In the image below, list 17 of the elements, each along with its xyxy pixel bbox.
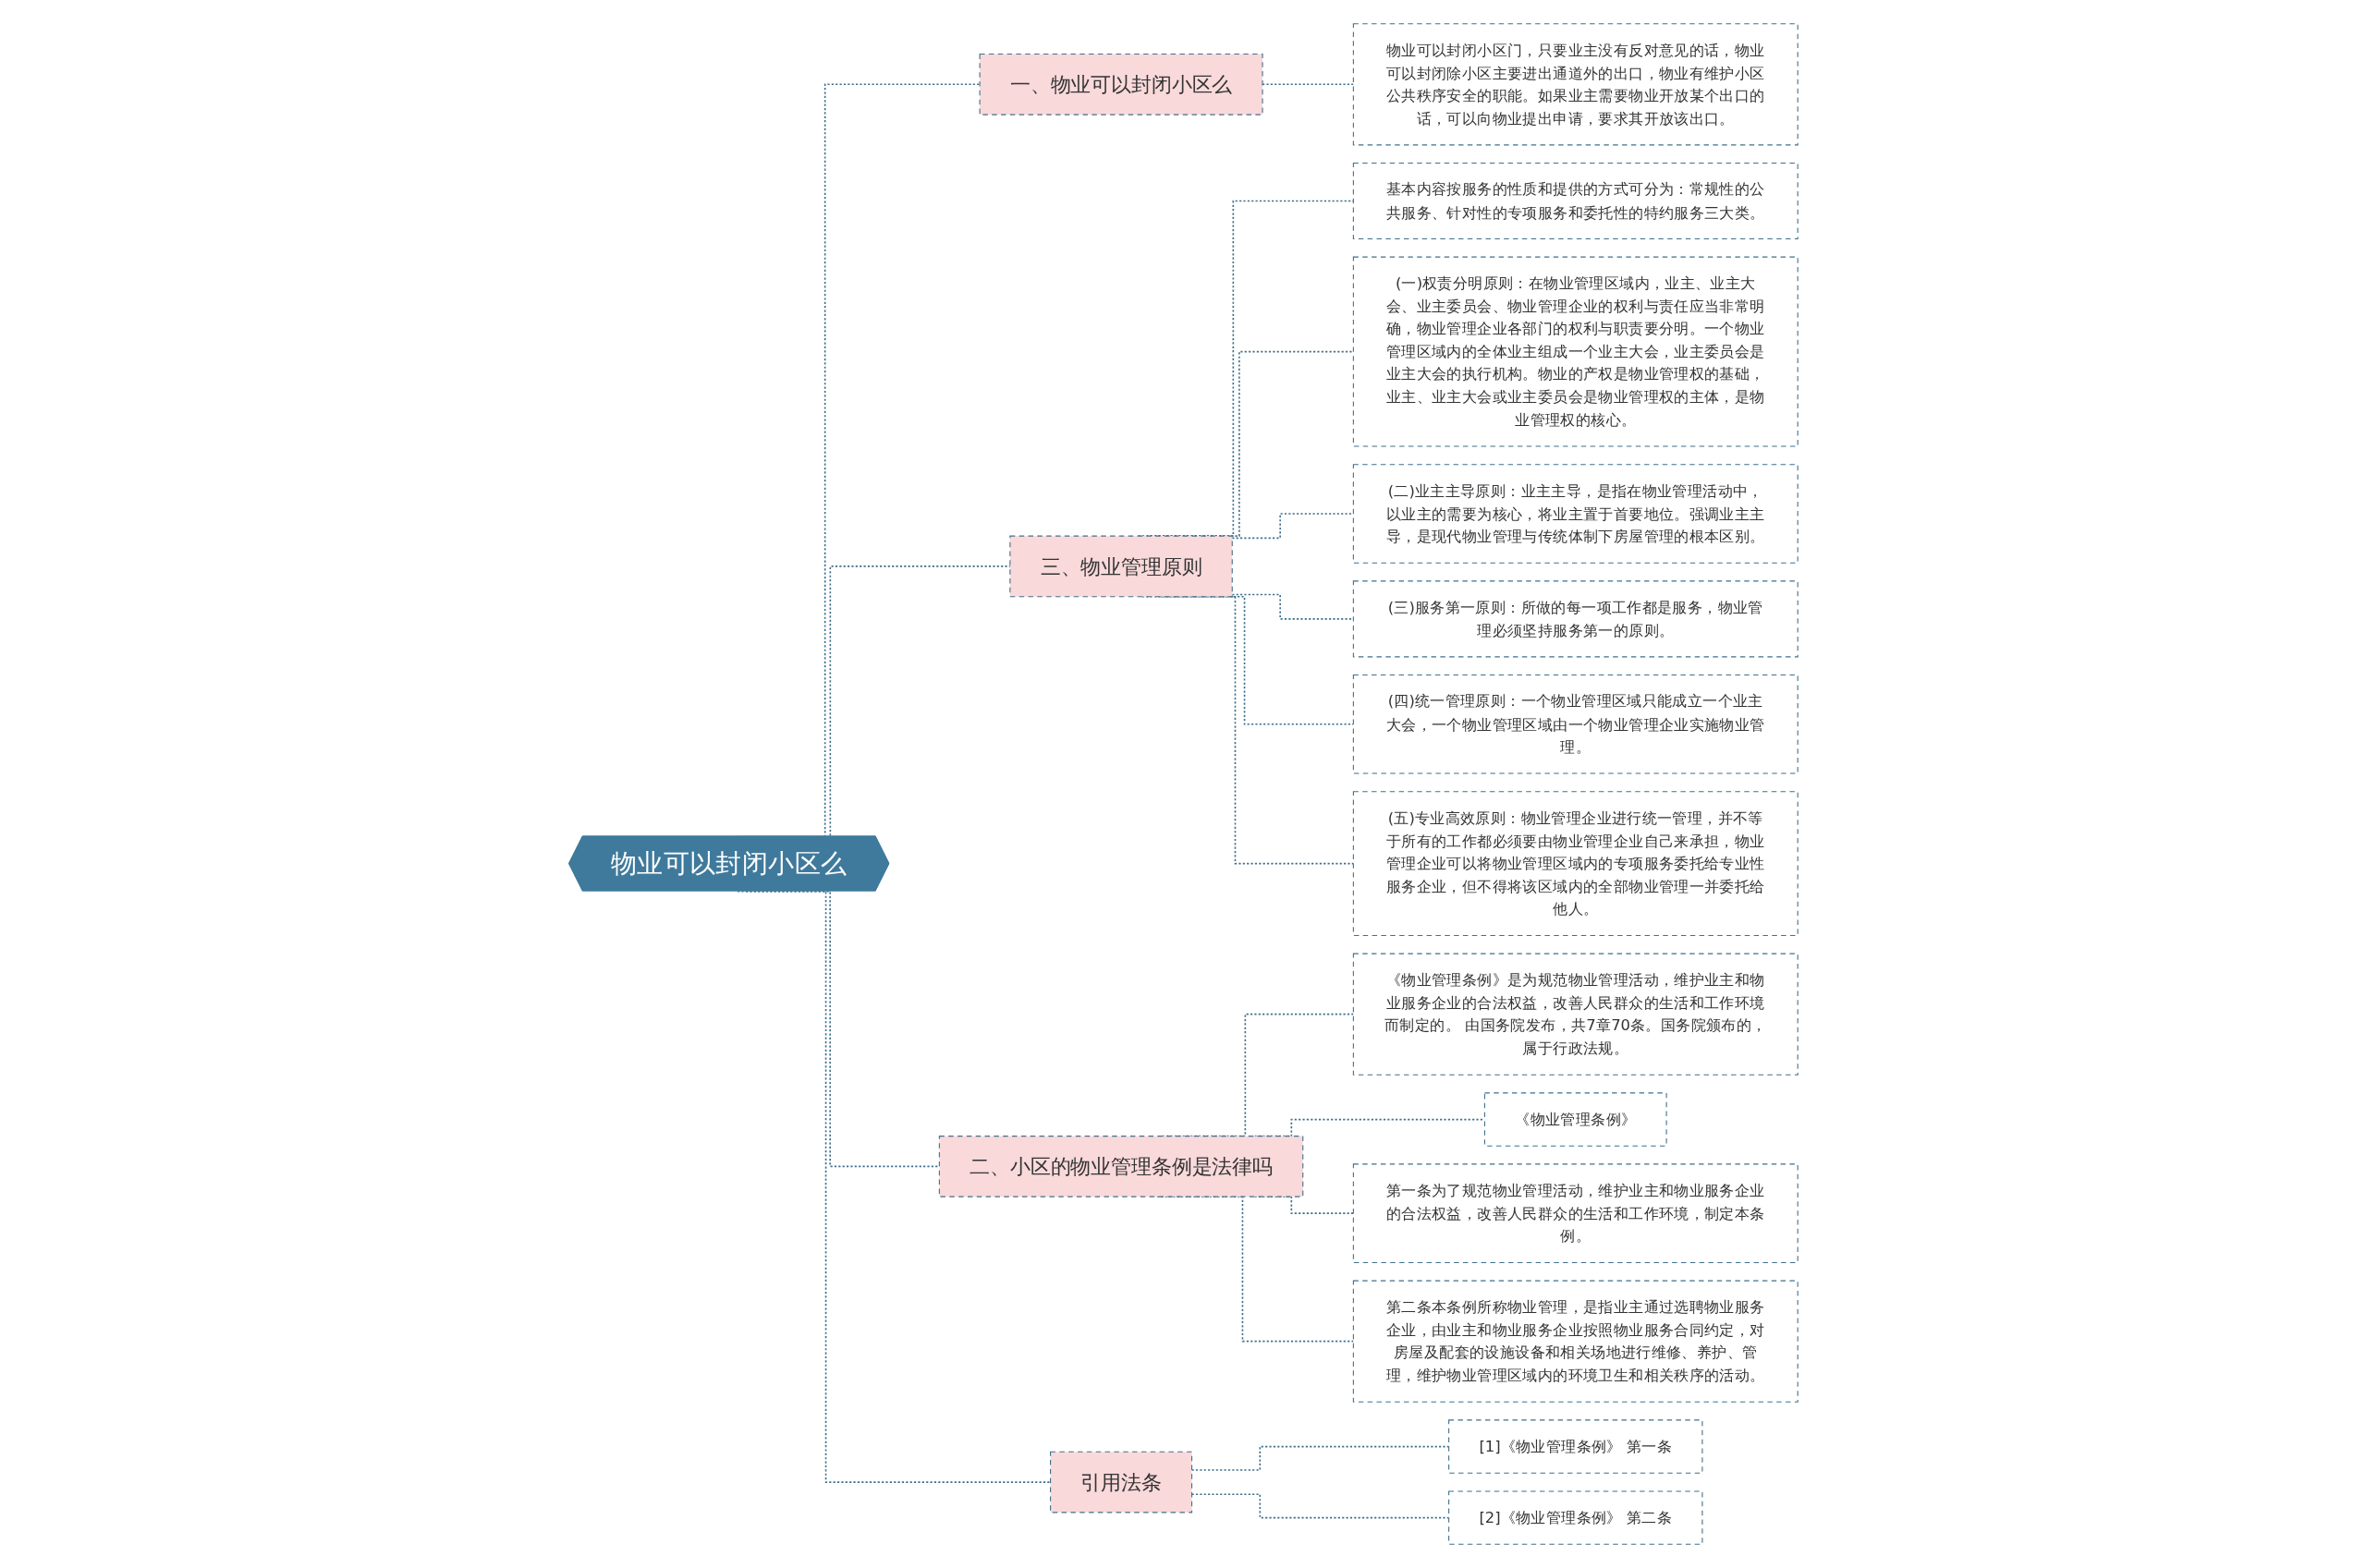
node-box: 基本内容按服务的性质和提供的方式可分为：常规性的公共服务、针对性的专项服务和委托性的特约服务三大类。 — [1352, 162, 1799, 239]
node-box: 《物业管理条例》 — [1483, 1092, 1667, 1147]
node-box: (三)服务第一原则：所做的每一项工作都是服务，物业管理必须坚持服务第一的原则。 — [1352, 580, 1799, 658]
node-box: [2]《物业管理条例》 第二条 — [1447, 1490, 1703, 1545]
node-box: 《物业管理条例》是为规范物业管理活动，维护业主和物业服务企业的合法权益，改善人民群众的生活和工作环境而制定的。 由国务院发布，共7章70条。国务院颁布的，属于行政法规。 — [1352, 953, 1799, 1076]
node-box: 三、物业管理原则 — [1008, 535, 1233, 598]
node-box: 二、小区的物业管理条例是法律吗 — [938, 1136, 1303, 1197]
node-box: 物业可以封闭小区门，只要业主没有反对意见的话，物业可以封闭除小区主要进出通道外的出口，物业有维护小区公共秩序安全的职能。如果业主需要物业开放某个出口的话，可以向物业提出申请，要求其开放该出口。 — [1352, 23, 1799, 146]
node-box: (五)专业高效原则：物业管理企业进行统一管理，并不等于所有的工作都必须要由物业管理企业自己来承担，物业管理企业可以将物业管理区域内的专项服务委托给专业性服务企业，但不得将该区域内的全部物业管理一并委托给他人。 — [1352, 791, 1799, 936]
node-box: [1]《物业管理条例》 第一条 — [1447, 1419, 1703, 1474]
node-box: 一、物业可以封闭小区么 — [979, 53, 1263, 115]
node-box: 第一条为了规范物业管理活动，维护业主和物业服务企业的合法权益，改善人民群众的生活和工作环境，制定本条例。 — [1352, 1163, 1799, 1263]
node-box: (二)业主主导原则：业主主导，是指在物业管理活动中，以业主的需要为核心，将业主置于首要地位。强调业主主导，是现代物业管理与传统体制下房屋管理的根本区别。 — [1352, 464, 1799, 564]
node-box: 第二条本条例所称物业管理，是指业主通过选聘物业服务企业，由业主和物业服务企业按照物业服务合同约定，对房屋及配套的设施设备和相关场地进行维修、养护、管理，维护物业管理区域内的环境卫生和相关秩序的活动。 — [1352, 1280, 1799, 1403]
node-box: 引用法条 — [1049, 1451, 1192, 1513]
node-box: (四)统一管理原则：一个物业管理区域只能成立一个业主大会，一个物业管理区域由一个物业管理企业实施物业管理。 — [1352, 674, 1799, 774]
node-box: (一)权责分明原则：在物业管理区域内，业主、业主大会、业主委员会、物业管理企业的权利与责任应当非常明确，物业管理企业各部门的权利与职责要分明。一个物业管理区域内的全体业主组成一个业主大会，业主委员会是业主大会的执行机构。物业的产权是物业管理权的基础，业主、业主大会或业主委员会是物业管理权的主体，是物业管理权的核心。 — [1352, 256, 1799, 447]
